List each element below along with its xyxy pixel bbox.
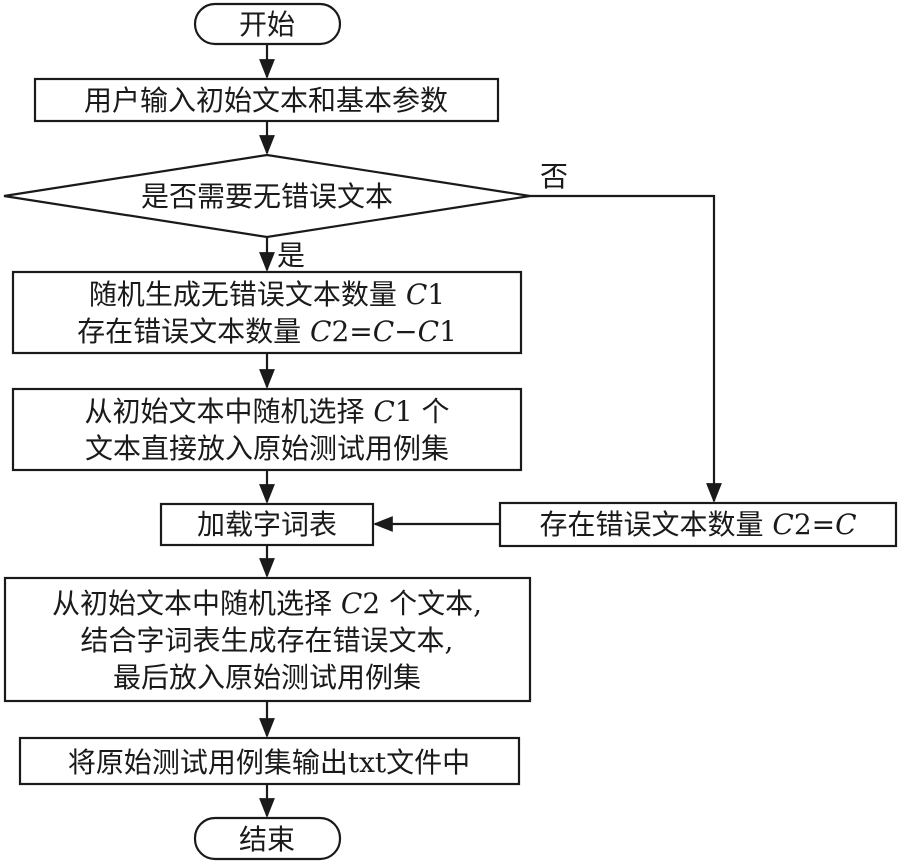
generate-line-1: 随机生成无错误文本数量 C1 (89, 278, 445, 311)
select-c1-line-1: 从初始文本中随机选择 C1 个 (84, 395, 449, 428)
output-box (18, 736, 521, 786)
decision-label: 是否需要无错误文本 (141, 180, 393, 213)
no-branch-label: 存在错误文本数量 C2=C (539, 508, 856, 541)
select-c1-line-2: 文本直接放入原始测试用例集 (85, 432, 449, 465)
yes-label: 是 (277, 239, 305, 272)
select-c2-line-1: 从初始文本中随机选择 C2 个文本, (52, 587, 482, 620)
no-label: 否 (540, 160, 568, 193)
arrow-decision-no (530, 194, 722, 503)
start-label: 开始 (239, 8, 295, 41)
end-label: 结束 (239, 823, 295, 856)
select-c2-line-2: 结合字词表生成存在错误文本, (81, 624, 454, 657)
generate-line-2: 存在错误文本数量 C2=C−C1 (77, 315, 457, 348)
output-label: 将原始测试用例集输出txt文件中 (68, 746, 470, 779)
input-label: 用户输入初始文本和基本参数 (84, 84, 448, 117)
end-terminal (193, 816, 342, 861)
load-dictionary-label: 加载字词表 (197, 508, 337, 541)
select-c2-line-3: 最后放入原始测试用例集 (113, 661, 421, 694)
